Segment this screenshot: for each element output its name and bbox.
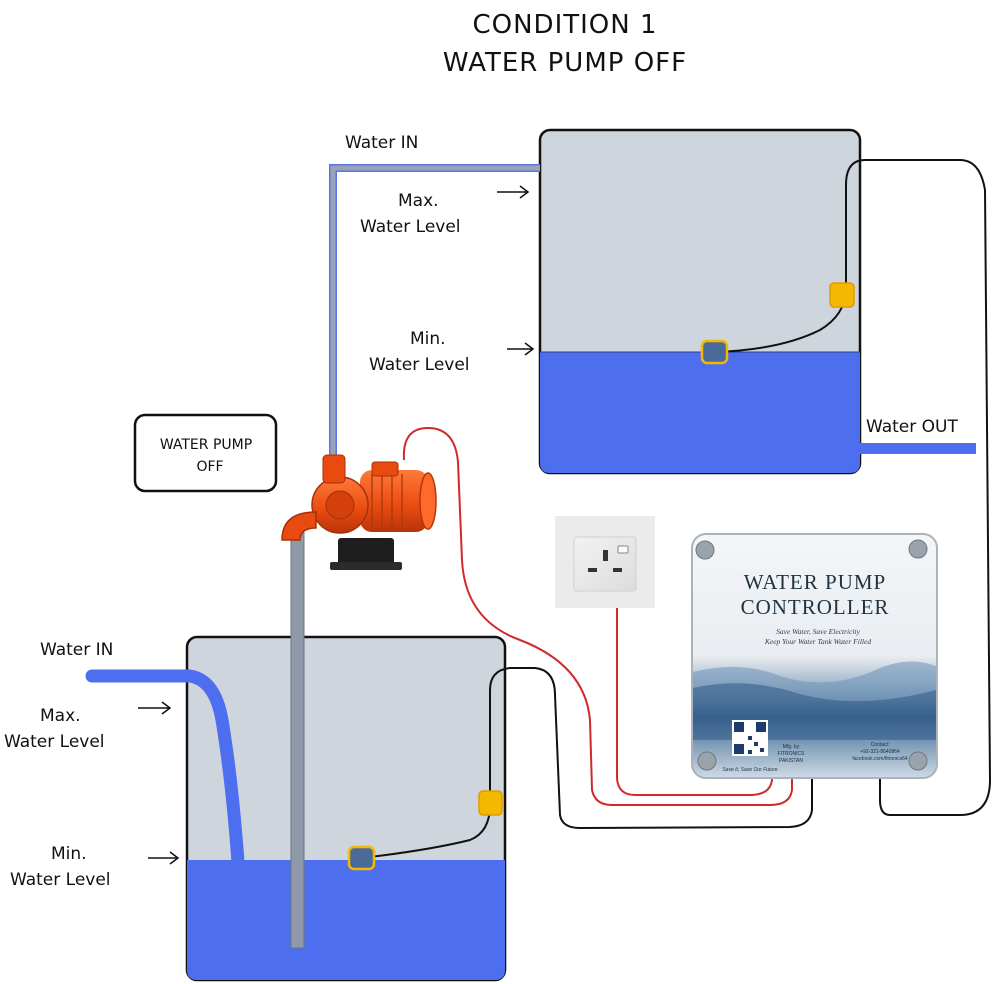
pump-motor	[360, 470, 428, 532]
lower-inlet-pipe	[85, 669, 245, 869]
socket-face	[573, 536, 637, 592]
upper-max-line1: Max.	[398, 191, 439, 211]
lower-tank	[185, 635, 507, 982]
controller-tagline2: Keep Your Water Tank Water Filled	[764, 637, 871, 646]
controller-contact-line3: facebook.com/fitronics64	[852, 756, 908, 762]
controller-mfg-line3: PAKISTAN	[779, 758, 803, 764]
socket-switch	[617, 545, 629, 554]
lower-water-in-label: Water IN	[40, 640, 113, 660]
lower-sensor-wire	[361, 667, 813, 859]
controller-contact-line1: Contact:	[871, 742, 890, 748]
water-out-label: Water OUT	[866, 417, 958, 437]
controller-contact-line2: +92-321-8640864	[860, 749, 900, 755]
title-line-2: WATER PUMP OFF	[443, 48, 687, 78]
socket-power-wire	[616, 605, 773, 796]
lower-min-sensor	[347, 845, 376, 871]
controller-title-line1: WATER PUMP	[744, 570, 886, 594]
suction-pipe	[290, 531, 305, 949]
controller-mfg-line1: Mfg. by	[783, 744, 800, 750]
lower-max-arrow	[138, 701, 172, 715]
upper-max-line2: Water Level	[360, 217, 461, 237]
lower-tank-water	[187, 860, 505, 980]
pump-inlet-elbow	[281, 511, 317, 541]
controller-title-line2: CONTROLLER	[741, 595, 890, 619]
status-line-1: WATER PUMP	[160, 437, 252, 453]
lower-min-line2: Water Level	[10, 870, 111, 890]
status-box-frame	[133, 413, 278, 493]
pump-status-box: WATER PUMP OFF	[133, 413, 278, 493]
upper-min-line1: Min.	[410, 329, 446, 349]
wall-socket	[555, 516, 655, 608]
upper-tank-water	[540, 352, 860, 473]
pump-base	[338, 538, 394, 566]
controller-qr-code	[732, 720, 768, 756]
upper-water-in-label: Water IN	[345, 133, 418, 153]
upper-inlet-pipe	[330, 165, 540, 455]
controller-tagline1: Save Water, Save Electricity	[776, 627, 861, 636]
lower-min-line1: Min.	[51, 844, 87, 864]
upper-inlet-pipe-outline	[329, 164, 540, 455]
upper-max-arrow	[497, 185, 530, 199]
pump-power-wire	[402, 426, 793, 806]
water-out-pipe	[860, 443, 976, 454]
water-pump	[281, 454, 437, 570]
upper-tank	[538, 128, 862, 475]
pump-controller: WATER PUMP CONTROLLER Save Water, Save E…	[691, 533, 938, 779]
upper-min-arrow	[507, 342, 535, 356]
upper-max-sensor	[829, 282, 855, 308]
lower-max-line1: Max.	[40, 706, 81, 726]
title-line-1: CONDITION 1	[472, 10, 657, 40]
controller-footer: Save It, Save Our Future	[722, 767, 778, 773]
upper-sensor-wire	[713, 159, 992, 816]
lower-min-arrow	[148, 851, 180, 865]
lower-max-sensor	[478, 790, 503, 816]
upper-min-line2: Water Level	[369, 355, 470, 375]
controller-mfg-line2: FITRONICS	[778, 751, 806, 757]
upper-min-sensor	[700, 339, 729, 365]
status-line-2: OFF	[196, 459, 223, 475]
lower-max-line2: Water Level	[4, 732, 105, 752]
